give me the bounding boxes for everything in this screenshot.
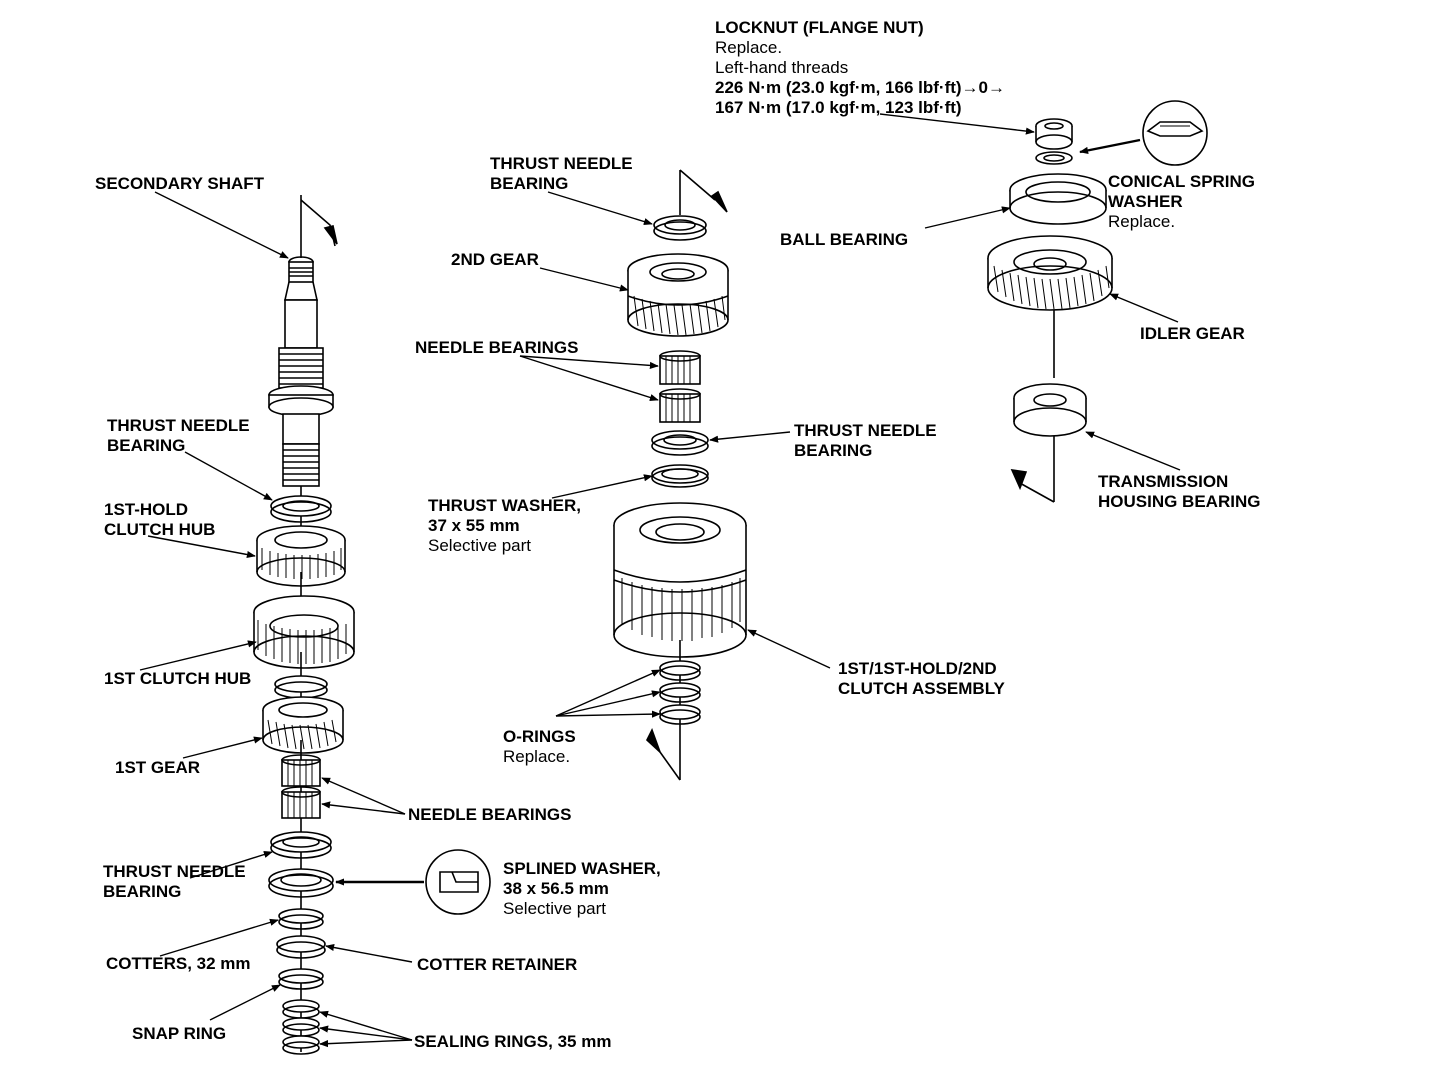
snap-ring-label: SNAP RING (132, 1024, 226, 1044)
splined-washer-label: SPLINED WASHER, 38 x 56.5 mm Selective p… (503, 859, 661, 919)
thrust-needle-bearing-left-part (270, 495, 332, 523)
splined-washer-line1: SPLINED WASHER, (503, 859, 661, 878)
thrust-needle-bearing-top-line1: THRUST NEEDLE (490, 154, 633, 173)
thrust-washer-note: Selective part (428, 536, 531, 555)
thrust-needle-bearing-mid-label: THRUST NEEDLE BEARING (794, 421, 937, 461)
thrust-washer-line1: THRUST WASHER, (428, 496, 581, 515)
cotter-retainer-text: COTTER RETAINER (417, 955, 578, 974)
sealing-rings-part (282, 999, 320, 1055)
o-rings-line1: O-RINGS (503, 727, 576, 746)
thrust-needle-bearing-low-label: THRUST NEEDLE BEARING (103, 862, 246, 902)
first-clutch-hub-text: 1ST CLUTCH HUB (104, 669, 252, 688)
cotter-retainer-part (276, 935, 326, 959)
thrust-needle-bearing-top-line2: BEARING (490, 174, 569, 193)
clutch-assembly-line1: 1ST/1ST-HOLD/2ND (838, 659, 997, 678)
first-clutch-hub-part (253, 595, 355, 669)
needle-bearings-low-part (281, 754, 321, 819)
o-rings-note: Replace. (503, 747, 571, 766)
thrust-washer-label: THRUST WASHER, 37 x 55 mm Selective part (428, 496, 581, 556)
thrust-needle-bearing-mid-part (651, 430, 709, 456)
idler-gear-text: IDLER GEAR (1140, 324, 1245, 343)
first-gear-part (262, 696, 344, 754)
snap-ring-text: SNAP RING (132, 1024, 227, 1043)
thrust-needle-bearing-low-line2: BEARING (103, 882, 182, 901)
leader-lines (139, 113, 1181, 1048)
first-gear-label: 1ST GEAR (115, 758, 200, 778)
sealing-rings-label: SEALING RINGS, 35 mm (414, 1032, 611, 1052)
sealing-rings-text: SEALING RINGS, 35 mm (414, 1032, 612, 1051)
second-gear-part (627, 253, 729, 337)
clutch-assembly-part (613, 502, 747, 658)
conical-spring-washer-note: Replace. (1108, 212, 1176, 231)
first-hold-clutch-hub-part (256, 525, 346, 587)
conical-spring-washer-detail (1142, 100, 1208, 166)
snap-ring-part (278, 968, 324, 990)
thrust-washer-part (651, 464, 709, 488)
idler-gear-label: IDLER GEAR (1140, 324, 1245, 344)
thrust-washer-line2: 37 x 55 mm (428, 516, 520, 535)
thrust-needle-bearing-mid-line2: BEARING (794, 441, 873, 460)
conical-spring-washer-label: CONICAL SPRING WASHER Replace. (1108, 172, 1255, 232)
splined-washer-line2: 38 x 56.5 mm (503, 879, 609, 898)
cotters-part (278, 908, 324, 930)
thrust-needle-bearing-left-label: THRUST NEEDLE BEARING (107, 416, 250, 456)
locknut-note-replace: Replace. (715, 38, 783, 57)
secondary-shaft (268, 195, 338, 1052)
o-rings-part (659, 660, 701, 725)
cotters-label: COTTERS, 32 mm (106, 954, 251, 974)
needle-bearings-mid-text: NEEDLE BEARINGS (415, 338, 579, 357)
thrust-needle-bearing-left-line1: THRUST NEEDLE (107, 416, 250, 435)
clutch-assembly-label: 1ST/1ST-HOLD/2ND CLUTCH ASSEMBLY (838, 659, 1005, 699)
conical-spring-washer-part (1035, 151, 1073, 165)
thrust-needle-bearing-left-line2: BEARING (107, 436, 186, 455)
first-gear-text: 1ST GEAR (115, 758, 201, 777)
spacer-ring-part (274, 675, 328, 693)
ball-bearing-label: BALL BEARING (780, 230, 908, 250)
first-hold-clutch-hub-label: 1ST-HOLD CLUTCH HUB (104, 500, 215, 540)
right-axis-lower (1010, 436, 1055, 503)
transmission-housing-bearing-label: TRANSMISSION HOUSING BEARING (1098, 472, 1260, 512)
idler-gear-part (987, 235, 1113, 311)
secondary-shaft-label: SECONDARY SHAFT (95, 174, 264, 194)
splined-washer-part (268, 868, 334, 898)
transmission-housing-bearing-line2: HOUSING BEARING (1098, 492, 1261, 511)
cotters-text: COTTERS, 32 mm (106, 954, 251, 973)
first-hold-clutch-hub-line1: 1ST-HOLD (104, 500, 189, 519)
ball-bearing-text: BALL BEARING (780, 230, 909, 249)
conical-spring-washer-line2: WASHER (1108, 192, 1183, 211)
locknut-title: LOCKNUT (FLANGE NUT) (715, 18, 924, 37)
splined-washer-detail (425, 849, 491, 915)
splined-washer-note: Selective part (503, 899, 606, 918)
secondary-shaft-text: SECONDARY SHAFT (95, 174, 265, 193)
o-rings-label: O-RINGS Replace. (503, 727, 576, 767)
locknut-label: LOCKNUT (FLANGE NUT) Replace. Left-hand … (715, 18, 1005, 118)
thrust-needle-bearing-top-label: THRUST NEEDLE BEARING (490, 154, 633, 194)
thrust-needle-bearing-top-part (653, 215, 707, 241)
needle-bearings-mid-part (659, 350, 701, 423)
locknut-torque-1: 226 N·m (23.0 kgf·m, 166 lbf·ft)→0→ (715, 78, 1006, 97)
transmission-housing-bearing-line1: TRANSMISSION (1098, 472, 1229, 491)
middle-axis (646, 169, 728, 781)
ball-bearing-part (1009, 173, 1107, 225)
second-gear-label: 2ND GEAR (451, 250, 539, 270)
clutch-assembly-line2: CLUTCH ASSEMBLY (838, 679, 1005, 698)
thrust-needle-bearing-mid-line1: THRUST NEEDLE (794, 421, 937, 440)
locknut-torque-2: 167 N·m (17.0 kgf·m, 123 lbf·ft) (715, 98, 962, 117)
first-clutch-hub-label: 1ST CLUTCH HUB (104, 669, 251, 689)
second-gear-text: 2ND GEAR (451, 250, 539, 269)
thrust-needle-bearing-low-part (270, 831, 332, 859)
needle-bearings-low-label: NEEDLE BEARINGS (408, 805, 571, 825)
locknut-note-threads: Left-hand threads (715, 58, 849, 77)
locknut-part (1035, 118, 1073, 150)
thrust-needle-bearing-low-line1: THRUST NEEDLE (103, 862, 246, 881)
conical-spring-washer-line1: CONICAL SPRING (1108, 172, 1256, 191)
needle-bearings-mid-label: NEEDLE BEARINGS (415, 338, 578, 358)
needle-bearings-low-text: NEEDLE BEARINGS (408, 805, 572, 824)
cotter-retainer-label: COTTER RETAINER (417, 955, 577, 975)
first-hold-clutch-hub-line2: CLUTCH HUB (104, 520, 216, 539)
transmission-housing-bearing-part (1013, 383, 1087, 437)
